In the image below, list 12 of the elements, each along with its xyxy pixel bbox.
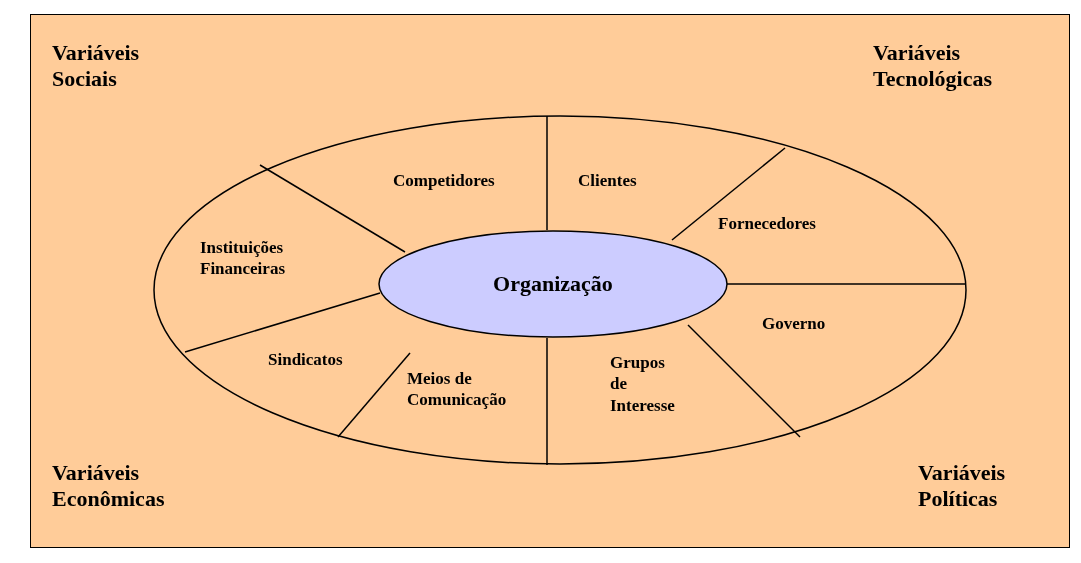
sector-label: Clientes xyxy=(578,170,637,192)
corner-heading: Variáveis Sociais xyxy=(52,40,140,93)
sector-label: Instituições Financeiras xyxy=(200,237,285,280)
sector-label: Governo xyxy=(762,313,826,335)
organization-ellipse: Organização xyxy=(378,230,728,338)
corner-heading: Variáveis Tecnológicas xyxy=(873,40,992,93)
sector-label: Sindicatos xyxy=(268,349,343,371)
sector-label: Competidores xyxy=(393,170,495,192)
corner-heading: Variáveis Políticas xyxy=(918,460,1006,513)
sector-label: Meios de Comunicação xyxy=(407,368,508,411)
sector-label: Grupos de Interesse xyxy=(610,352,675,416)
corner-heading: Variáveis Econômicas xyxy=(52,460,165,513)
